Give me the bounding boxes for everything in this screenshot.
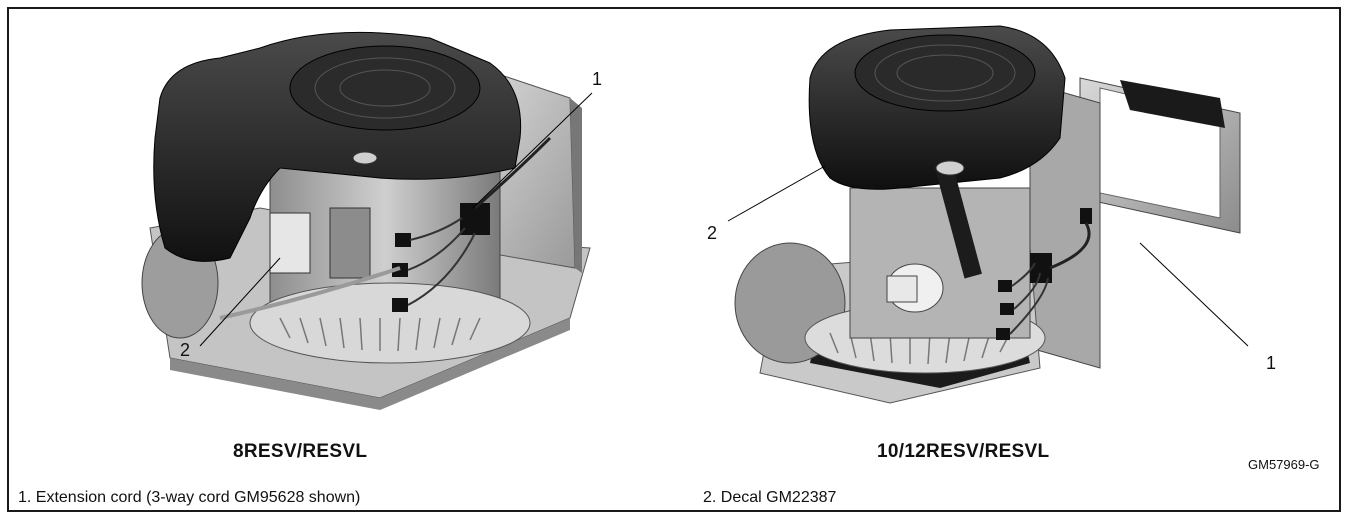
callout-1-right: 1 [1266,353,1277,373]
callout-2-left: 2 [180,340,191,360]
figure-code: GM57969-G [1248,457,1320,472]
legend-item-1: 1. Extension cord (3-way cord GM95628 sh… [18,489,361,506]
engine-illustration-10-12resv [727,25,1249,404]
caption-8resv: 8RESV/RESVL [233,441,368,462]
callout-2-right: 2 [707,223,718,243]
caption-10-12resv: 10/12RESV/RESVL [877,441,1050,462]
legend-item-2: 2. Decal GM22387 [703,489,837,506]
engine-illustration-8resv [141,31,593,410]
callout-1-left: 1 [592,69,603,89]
